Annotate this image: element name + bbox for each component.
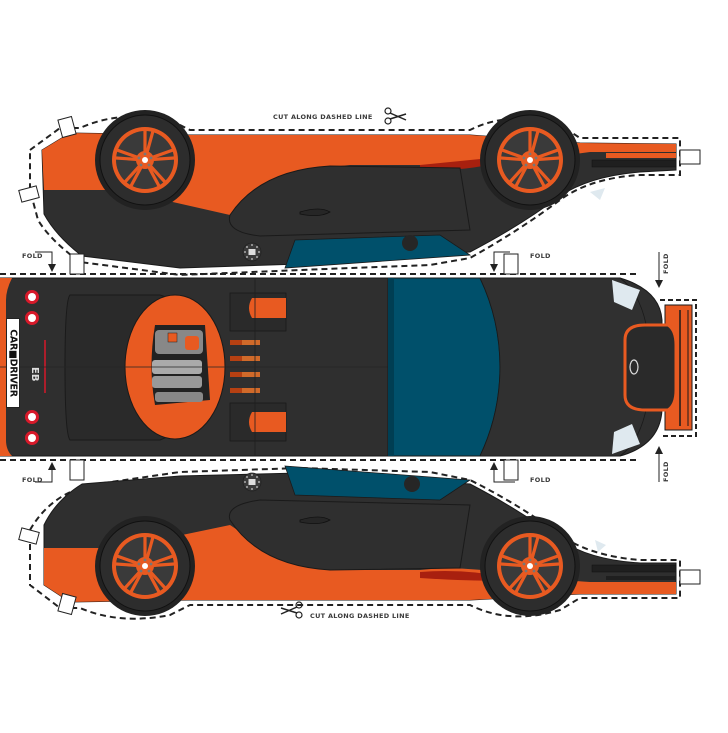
svg-text:EB: EB [29, 367, 40, 381]
scissors-icon [384, 107, 407, 125]
fold-label-top-left: FOLD [22, 252, 43, 260]
cut-line-label-bottom: CUT ALONG DASHED LINE [310, 612, 410, 620]
license-plate: CAR■DRIVER [6, 318, 20, 408]
tail-lights [25, 290, 39, 445]
license-plate-text: CAR■DRIVER [7, 329, 19, 397]
fold-label-bottom-left: FOLD [22, 476, 43, 484]
engine-vents [230, 340, 260, 393]
fold-label-front-bottom: FOLD [662, 461, 670, 482]
top-side-panel [18, 108, 701, 277]
fold-label-front-top: FOLD [662, 253, 670, 274]
cut-line-label-top: CUT ALONG DASHED LINE [273, 113, 373, 121]
bottom-side-panel [18, 465, 701, 620]
fold-label-bottom-right: FOLD [530, 476, 551, 484]
fold-label-top-right: FOLD [530, 252, 551, 260]
scissors-icon [280, 601, 303, 619]
roof-panel: EB [0, 251, 697, 483]
